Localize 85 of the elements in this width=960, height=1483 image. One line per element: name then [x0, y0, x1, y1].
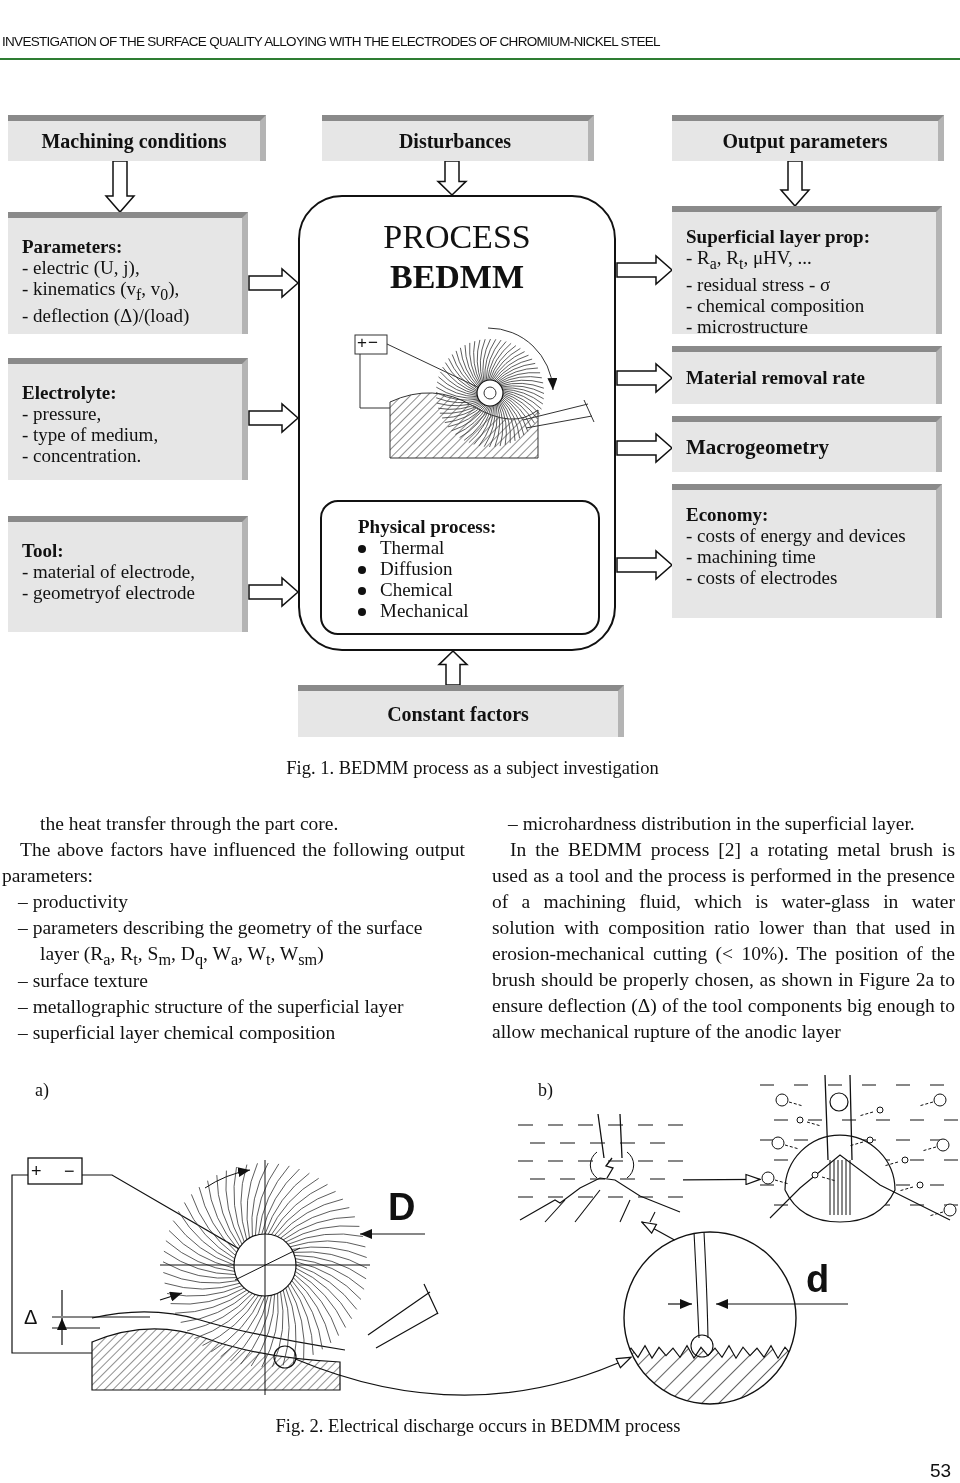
paragraph: In the BEDMM process [2] a rotating metal brush is used as a tool and the process is performed in the presence of a machining fluid, which is water-glass in water solution with composition ratio lower than that used in erosion-mechanical cutting (< 10%). The position of the brush should be properly chosen, as shown in Figure 2a to ensure deflection (Δ) of the tool components big enough to allow mechanical rupture of the anodic layer — [492, 838, 955, 1044]
magnified-detail-drawing — [623, 1231, 797, 1405]
box-heading: Parameters: — [22, 236, 124, 257]
box-title: Material removal rate — [686, 367, 865, 389]
list-item: – parameters describing the geometry of the surface layer (R$_{a}$, R$_{t}$, S$_{m}$, D$_{q}$, W$_{a}$, W$_{t}$, W$_{sm}$) — [18, 916, 424, 971]
list-item: – microhardness distribution in the superficial layer. — [508, 812, 916, 836]
list-item: Thermal — [380, 537, 445, 558]
heading-box — [672, 115, 944, 161]
list-item: - geometryof electrode — [22, 582, 197, 603]
arrow — [436, 160, 468, 197]
process-title: BEDMM — [389, 257, 525, 297]
polarity-label: − — [64, 1161, 75, 1182]
arrow — [437, 649, 469, 686]
box-title: Constant factors — [387, 702, 529, 726]
figure-caption: Fig. 2. Electrical discharge occurs in BEDMM process — [274, 1416, 682, 1437]
box-title: Output parameters — [722, 129, 888, 153]
particle-dispersion-drawing — [759, 1074, 959, 1223]
list-item: - costs of electrodes — [686, 567, 839, 588]
list-item: - pressure, — [22, 403, 103, 424]
list-item: Chemical — [380, 579, 453, 600]
list-item: – productivity — [18, 890, 129, 914]
process-box — [298, 195, 616, 651]
input-box — [8, 516, 248, 632]
input-box — [8, 212, 248, 334]
detail-circle — [273, 1345, 297, 1369]
output-box — [672, 484, 942, 618]
polarity-label: + — [31, 1161, 42, 1182]
list-item: Mechanical — [380, 600, 469, 621]
list-item: - material of electrode, — [22, 561, 196, 582]
electrode-spark-drawing — [517, 1113, 684, 1223]
list-item: - microstructure — [686, 315, 808, 337]
arrow — [248, 267, 300, 299]
heading-box — [322, 115, 594, 161]
polarity-label: +− — [357, 333, 379, 353]
list-item: – surface texture — [18, 969, 149, 993]
arrow — [248, 576, 300, 608]
box-title: Disturbances — [398, 129, 512, 153]
dimension-label: d — [806, 1258, 830, 1301]
list-item: - electric (U, j), — [22, 257, 141, 278]
box-title: Machining conditions — [41, 129, 227, 153]
arrow — [295, 1356, 632, 1396]
arrow — [779, 160, 811, 208]
figure-caption: Fig. 1. BEDMM process as a subject investigation — [285, 758, 660, 779]
list-item: - deflection (Δ)/(load) — [22, 304, 191, 326]
process-title: PROCESS — [383, 217, 531, 257]
running-header: INVESTIGATION OF THE SURFACE QUALITY ALLOYING WITH THE ELECTRODES OF CHROMIUM-NICKEL STEEL — [2, 34, 660, 49]
list-item: - R$_{a}$, R$_{t}$, μHV, ... — [686, 247, 813, 274]
box-heading: Tool: — [22, 540, 65, 561]
output-box — [672, 206, 942, 334]
arrow — [104, 160, 136, 214]
list-item: - costs of energy and devices — [686, 525, 907, 546]
heading-box — [8, 115, 266, 161]
page-number: 53 — [930, 1460, 952, 1482]
box-heading: Superficial layer prop: — [686, 226, 872, 247]
list-item: - chemical composition — [686, 294, 866, 316]
list-item: - kinematics (v$_{f}$, v$_{0}$), — [22, 278, 181, 305]
panel-label: a) — [35, 1080, 49, 1101]
list-item: – metallographic structure of the superficial layer — [18, 995, 405, 1019]
paragraph: The above factors have influenced the following output parameters: — [2, 838, 465, 888]
dimension-label: D — [388, 1186, 416, 1229]
output-box — [672, 416, 942, 472]
arrow — [616, 549, 674, 581]
arrow — [616, 362, 674, 394]
output-box — [672, 346, 942, 404]
box-title: Macrogeometry — [686, 434, 830, 460]
list-item: - concentration. — [22, 445, 143, 466]
heading-box — [298, 685, 624, 737]
paragraph: the heat transfer through the part core. — [40, 812, 340, 836]
box-heading: Electrolyte: — [22, 382, 118, 403]
arrow — [248, 402, 300, 434]
panel-label: b) — [538, 1080, 553, 1101]
dimension-label: Δ — [24, 1306, 38, 1329]
list-item: - residual stress - σ — [686, 273, 832, 295]
list-item: - type of medium, — [22, 424, 160, 445]
list-item: - machining time — [686, 546, 817, 567]
arrow — [682, 1173, 761, 1186]
arrow — [616, 432, 674, 464]
list-item: Diffusion — [380, 558, 453, 579]
arrow — [641, 1221, 676, 1241]
arrow — [616, 254, 674, 286]
box-heading: Physical process: — [358, 516, 498, 537]
physical-process-box — [320, 500, 600, 635]
input-box — [8, 358, 248, 480]
list-item: – superficial layer chemical composition — [18, 1021, 337, 1045]
box-heading: Economy: — [686, 504, 770, 525]
